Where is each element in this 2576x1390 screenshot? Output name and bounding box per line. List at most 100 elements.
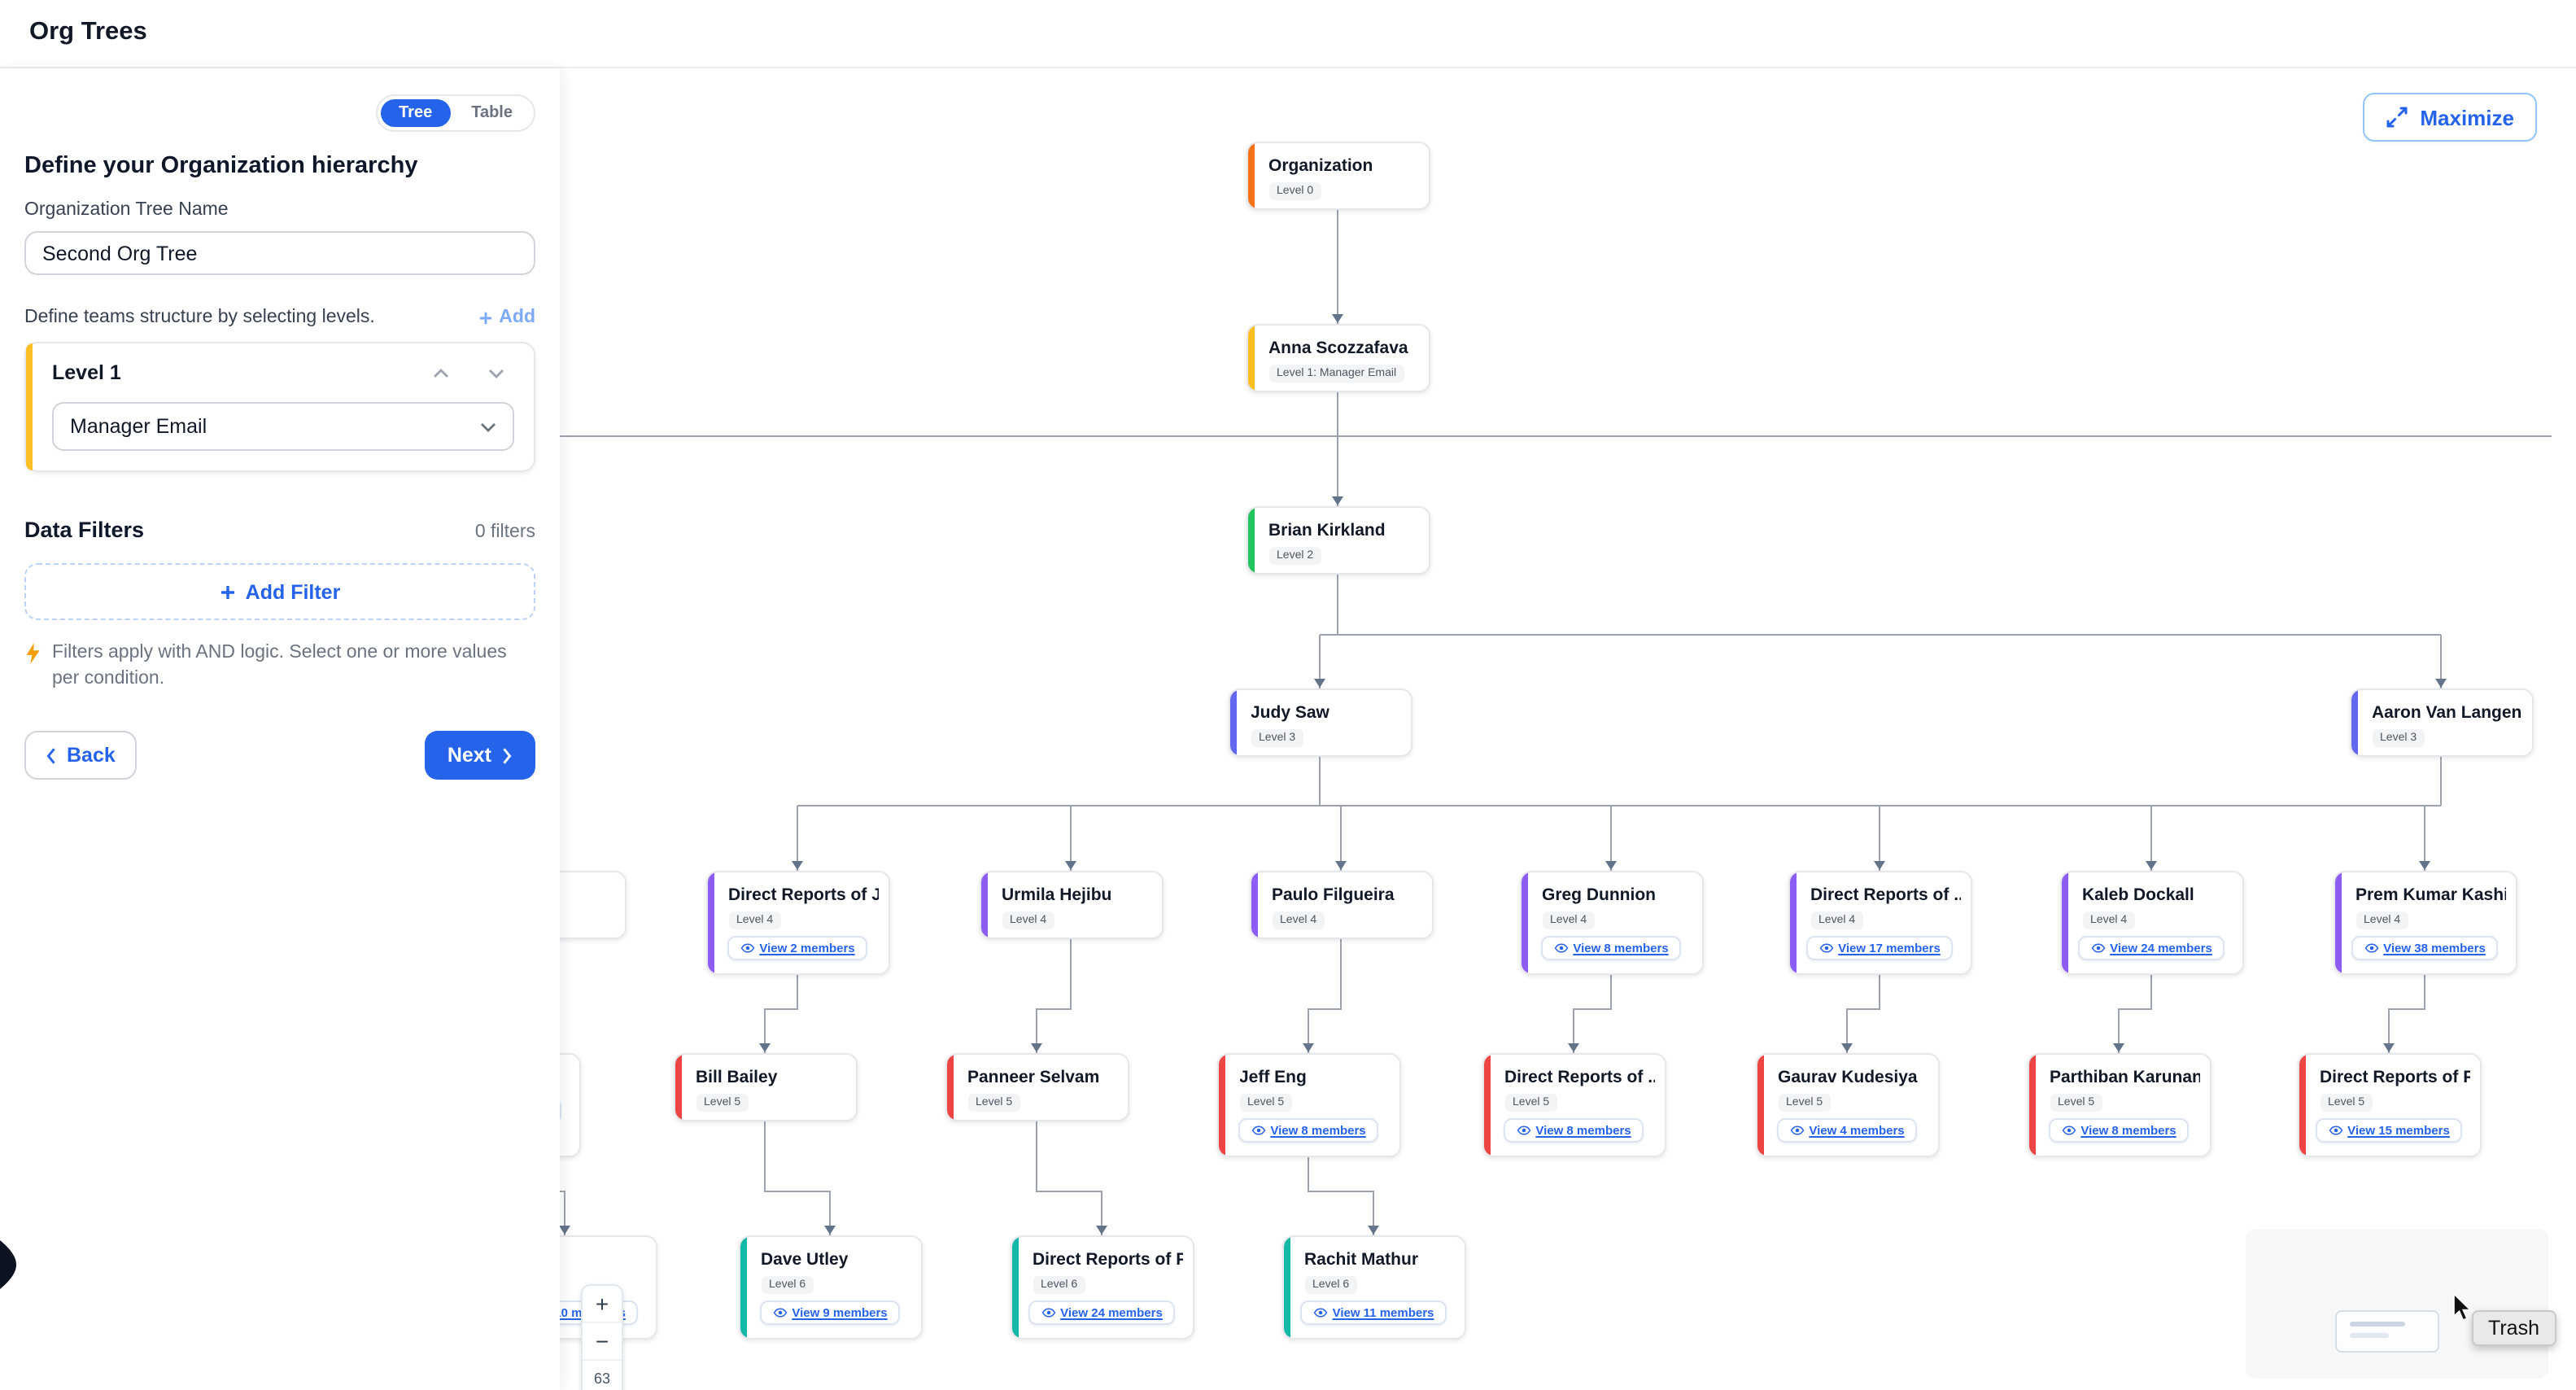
level-color-bar — [1251, 872, 1257, 938]
view-members-link[interactable]: View 9 members — [759, 1300, 901, 1325]
node-name: Direct Reports of J... — [728, 885, 878, 905]
view-toggle-group: Tree Table — [376, 94, 535, 132]
node-name: Anna Scozzafava — [1268, 339, 1408, 358]
back-label: Back — [67, 744, 116, 767]
level-color-bar — [1521, 872, 1527, 973]
page-title: Org Trees — [29, 18, 147, 46]
node-level-badge: Level 4 — [2356, 911, 2409, 929]
node-name: Rachit Mathur — [1304, 1250, 1419, 1270]
node-name: Direct Reports of P... — [1033, 1250, 1182, 1270]
add-filter-button[interactable]: Add Filter — [24, 563, 535, 620]
add-filter-label: Add Filter — [245, 580, 341, 603]
chevron-left-icon — [46, 747, 55, 763]
toggle-table[interactable]: Table — [471, 104, 513, 122]
node-name: Brian Kirkland — [1268, 521, 1386, 540]
trash-drop-zone: Trash — [2246, 1229, 2556, 1379]
level-color-bar — [675, 1055, 681, 1120]
node-level-badge: Level 4 — [1542, 911, 1596, 929]
view-members-link[interactable]: View 8 members — [1540, 936, 1682, 960]
view-members-link[interactable]: View 17 members — [1805, 936, 1954, 960]
node-level-badge: Level 5 — [696, 1094, 749, 1112]
level-color-bar — [740, 1237, 746, 1338]
sidebar-collapse-handle[interactable] — [0, 1240, 18, 1289]
tree-name-input[interactable] — [24, 231, 535, 275]
view-members-link[interactable]: View 24 members — [2077, 936, 2225, 960]
level-field-select[interactable]: Manager Email — [52, 402, 514, 451]
eye-icon — [740, 943, 754, 953]
chevron-up-icon[interactable] — [433, 367, 449, 378]
node-name: Urmila Hejibu — [1002, 885, 1112, 905]
view-members-link[interactable]: View 15 members — [2315, 1118, 2463, 1143]
level-card-header: Level 1 — [52, 361, 514, 384]
level-color-bar — [707, 872, 714, 973]
view-members-link[interactable]: View 24 members — [1028, 1300, 1176, 1325]
view-members-link[interactable]: View 2 members — [727, 936, 868, 960]
app-header: Org Trees — [0, 0, 2576, 68]
org-node[interactable]: Direct Reports of P... Level 6 View 24 mem… — [1010, 1235, 1194, 1340]
toggle-tree[interactable]: Tree — [381, 99, 451, 127]
node-level-badge: Level 6 — [1033, 1276, 1086, 1294]
maximize-button[interactable]: Maximize — [2363, 93, 2537, 142]
level-color-bar — [1229, 690, 1236, 755]
level-color-bar — [1789, 872, 1796, 973]
node-level-badge: Level 5 — [967, 1094, 1021, 1112]
node-name: Bill Bailey — [696, 1068, 778, 1087]
level-card[interactable]: Level 1 Manager Email — [24, 342, 535, 472]
ghost-line — [2350, 1322, 2405, 1327]
filters-title: Data Filters — [24, 518, 145, 542]
node-level-badge: Level 5 — [1239, 1094, 1293, 1112]
trash-tooltip: Trash — [2472, 1310, 2556, 1346]
node-level-badge: Level 0 — [1268, 182, 1322, 200]
node-level-badge: Level 2 — [1268, 547, 1322, 565]
view-members-link[interactable]: View 38 members — [2351, 936, 2499, 960]
eye-icon — [1789, 1126, 1804, 1135]
view-members-link[interactable]: View 11 members — [1299, 1300, 1447, 1325]
view-members-label: View 38 members — [2383, 941, 2486, 955]
add-level-button[interactable]: Add — [478, 308, 535, 327]
zoom-out-button[interactable]: − — [583, 1323, 622, 1361]
back-button[interactable]: Back — [24, 731, 137, 780]
level-color-bar — [26, 343, 33, 470]
view-members-link[interactable]: View 8 members — [1238, 1118, 1379, 1143]
view-members-label: View 4 members — [1809, 1123, 1905, 1138]
view-members-link[interactable]: View 8 members — [1503, 1118, 1644, 1143]
zoom-control: + − 63 — [581, 1284, 623, 1390]
zoom-level: 63 — [593, 1370, 610, 1387]
maximize-label: Maximize — [2420, 105, 2514, 129]
view-members-link[interactable]: View 4 members — [1776, 1118, 1918, 1143]
view-members-link[interactable]: View 8 members — [2048, 1118, 2190, 1143]
node-name: Parthiban Karunan... — [2050, 1068, 2199, 1087]
level-color-bar — [1247, 326, 1254, 391]
zoom-in-button[interactable]: + — [583, 1286, 622, 1323]
plus-icon — [220, 585, 234, 598]
chevron-down-icon[interactable] — [488, 367, 504, 378]
view-members-label: View 11 members — [1332, 1305, 1434, 1320]
level-color-bar — [980, 872, 987, 938]
level-color-bar — [1247, 143, 1254, 208]
level-color-bar — [2351, 690, 2357, 755]
next-button[interactable]: Next — [424, 731, 535, 780]
